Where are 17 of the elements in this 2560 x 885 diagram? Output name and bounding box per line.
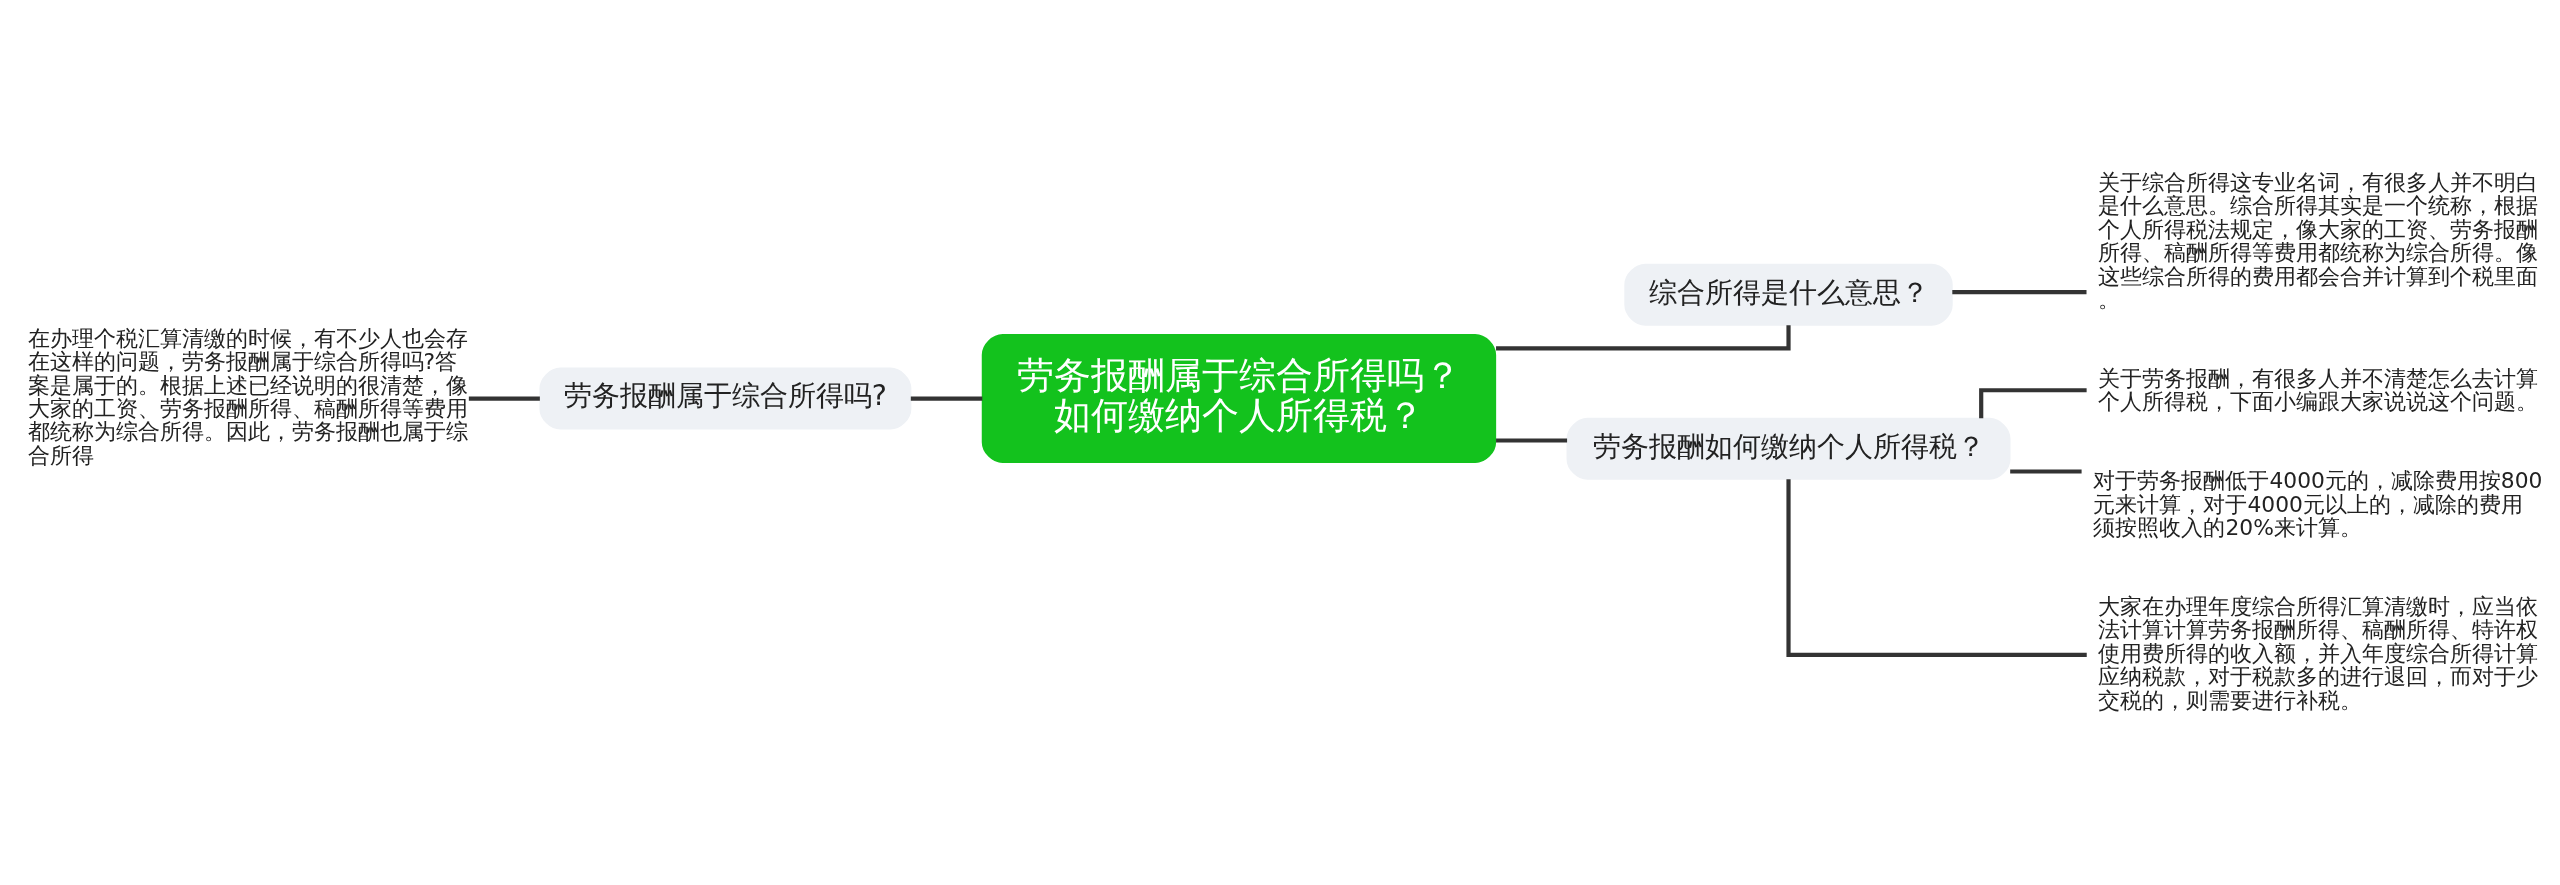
connector	[468, 396, 540, 401]
node-text: 关于劳务报酬，有很多人并不清楚怎么去计算个人所得税，下面小编跟大家说说这个问题。	[2098, 365, 2539, 414]
connector	[1952, 289, 2087, 294]
node-text: 对于劳务报酬低于4000元的，减除费用按800元来计算，对于4000元以上的，减除的费用须按照收入的20%来计算。	[2093, 467, 2543, 540]
node-text: 大家在办理年度综合所得汇算清缴时，应当依法计算计算劳务报酬所得、稿酬所得、特许权使用费所得的收入额，并入年度综合所得计算应纳税款，对于税款多的进行退回，而对于少交税的，则需要进行补税。	[2098, 593, 2539, 713]
node-box: 劳务报酬如何缴纳个人所得税？	[1566, 417, 2011, 480]
connector	[1786, 478, 2087, 657]
node-text: 关于综合所得这专业名词，有很多人并不明白是什么意思。综合所得其实是一个统称，根据个人所得税法规定，像大家的工资、劳务报酬所得、稿酬所得等费用都统称为综合所得。像这些综合所得的费用都会合并计算到个税里面。	[2098, 169, 2539, 312]
node-box: 劳务报酬属于综合所得吗?	[539, 367, 912, 430]
connector	[1979, 387, 2087, 418]
node-text: 在办理个税汇算清缴的时候，有不少人也会存在这样的问题，劳务报酬属于综合所得吗?答案是属于的。根据上述已经说明的很清楚，像大家的工资、劳务报酬所得、稿酬所得等费用都统称为综合所得。因此，劳务报酬也属于综合所得	[27, 325, 468, 468]
connector	[1496, 324, 1791, 350]
connector	[910, 396, 983, 401]
connector	[2010, 468, 2082, 474]
connector	[1496, 437, 1568, 443]
node-box: 综合所得是什么意思？	[1624, 263, 1953, 326]
node-box: 劳务报酬属于综合所得吗？如何缴纳个人所得税？	[981, 333, 1497, 463]
